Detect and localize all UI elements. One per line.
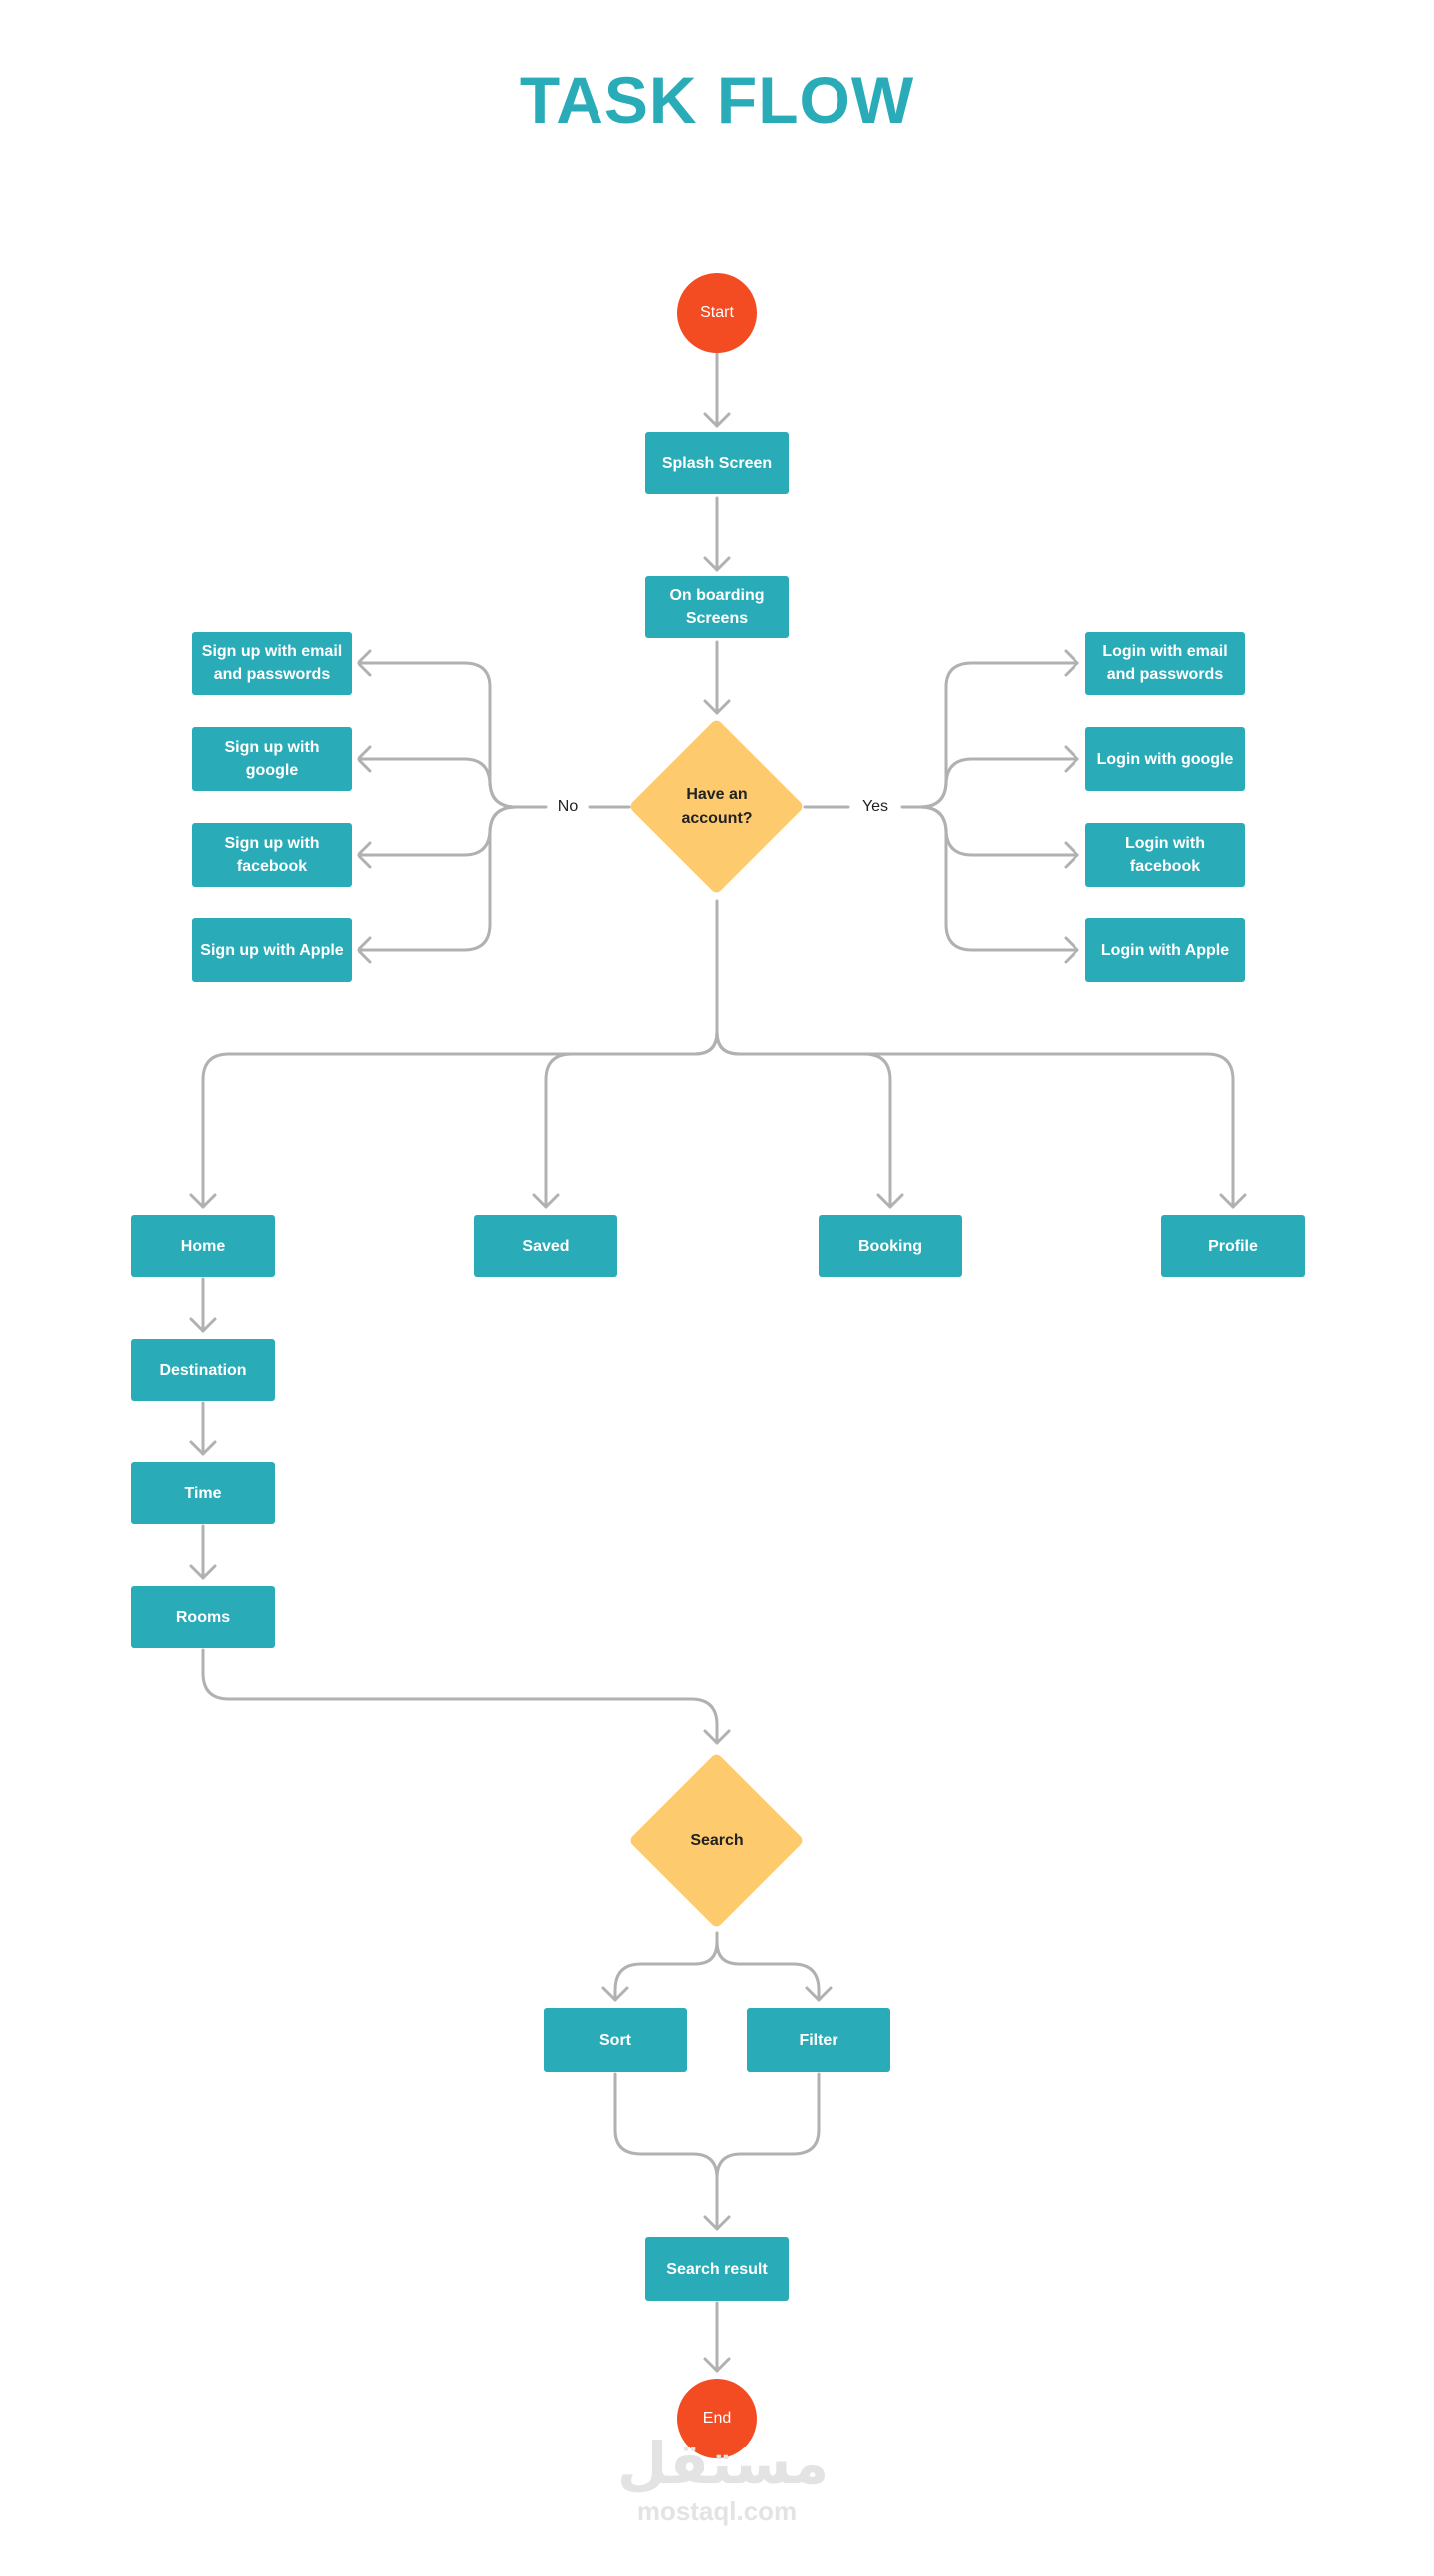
splash-screen-node: Splash Screen	[645, 432, 789, 494]
arrowhead	[805, 1986, 833, 2002]
connector-filter-result	[715, 2072, 821, 2180]
booking-node: Booking	[819, 1215, 962, 1277]
filter-label: Filter	[799, 2031, 838, 2049]
arrowhead	[189, 1440, 217, 1456]
arrowhead	[876, 1193, 904, 1209]
connector-to-home	[201, 1030, 719, 1209]
destination-node: Destination	[131, 1339, 275, 1401]
connector-login-facebook	[918, 805, 1079, 857]
login-google-node: Login with google	[1085, 727, 1245, 791]
arrowhead	[703, 412, 731, 428]
start-label: Start	[700, 304, 734, 321]
connector-search-sort	[613, 1931, 719, 2002]
arrowhead	[703, 2357, 731, 2373]
connector-yes-trunk	[900, 661, 1079, 809]
saved-label: Saved	[522, 1237, 570, 1255]
time-node: Time	[131, 1462, 275, 1524]
arrowhead	[703, 556, 731, 572]
connector-signup-google	[357, 757, 518, 809]
watermark-arabic-logo: مستقل	[617, 2432, 830, 2496]
branch-no-label: No	[550, 797, 586, 817]
arrowhead	[1219, 1193, 1247, 1209]
arrowhead	[703, 2215, 731, 2231]
arrowhead	[703, 699, 731, 715]
home-label: Home	[180, 1237, 226, 1255]
arrowhead	[601, 1986, 629, 2002]
connector-signup-facebook	[357, 805, 518, 857]
arrowhead	[357, 841, 372, 869]
arrowhead	[189, 1564, 217, 1580]
login-apple-label: Login with Apple	[1100, 941, 1230, 959]
time-label: Time	[184, 1484, 222, 1502]
arrowhead	[189, 1317, 217, 1333]
profile-label: Profile	[1208, 1237, 1258, 1255]
arrowhead	[1064, 649, 1079, 677]
connector-signup-apple	[357, 805, 518, 952]
connector-to-booking	[715, 1030, 892, 1209]
onboarding-label: On boarding Screens	[669, 587, 765, 627]
signup-google-node: Sign up with google	[192, 727, 352, 791]
connector-search-filter	[715, 1940, 821, 2002]
signup-apple-label: Sign up with Apple	[200, 941, 344, 959]
arrowhead	[357, 745, 372, 773]
end-label: End	[702, 2410, 732, 2427]
search-decision-label: Search	[690, 1832, 744, 1849]
search-result-node: Search result	[645, 2237, 789, 2301]
sort-label: Sort	[599, 2031, 631, 2049]
destination-label: Destination	[159, 1361, 247, 1379]
profile-node: Profile	[1161, 1215, 1305, 1277]
start-node: Start	[677, 273, 757, 353]
arrowhead	[703, 1729, 731, 1745]
connector-login-apple	[918, 805, 1079, 952]
arrowhead	[1064, 841, 1079, 869]
splash-screen-label: Splash Screen	[661, 454, 773, 472]
arrowhead	[357, 936, 372, 964]
connector-rooms-search	[201, 1648, 719, 1745]
signup-email-label: Sign up with email and passwords	[201, 644, 343, 683]
sort-node: Sort	[544, 2008, 687, 2072]
rooms-label: Rooms	[175, 1608, 231, 1626]
onboarding-node: On boarding Screens	[645, 576, 789, 638]
connector-no-trunk	[357, 661, 548, 809]
account-decision-label: Have an account?	[681, 786, 753, 827]
login-apple-node: Login with Apple	[1085, 918, 1245, 982]
connector-sort-result	[613, 2072, 719, 2231]
signup-apple-node: Sign up with Apple	[192, 918, 352, 982]
end-node: End	[677, 2379, 757, 2458]
signup-email-node: Sign up with email and passwords	[192, 632, 352, 695]
login-google-label: Login with google	[1096, 750, 1234, 768]
login-email-label: Login with email and passwords	[1102, 644, 1228, 683]
login-facebook-label: Login with facebook	[1125, 835, 1205, 875]
signup-google-label: Sign up with google	[224, 739, 320, 779]
arrowhead	[189, 1193, 217, 1209]
connector-login-google	[918, 757, 1079, 809]
arrowhead	[532, 1193, 560, 1209]
login-facebook-node: Login with facebook	[1085, 823, 1245, 887]
page-title: TASK FLOW	[519, 63, 915, 136]
signup-facebook-node: Sign up with facebook	[192, 823, 352, 887]
connector-to-saved	[544, 1030, 719, 1209]
arrowhead	[1064, 745, 1079, 773]
arrowhead	[1064, 936, 1079, 964]
branch-yes-label: Yes	[857, 797, 893, 817]
search-result-label: Search result	[666, 2260, 768, 2278]
rooms-node: Rooms	[131, 1586, 275, 1648]
connector-to-profile	[715, 1030, 1235, 1209]
login-email-node: Login with email and passwords	[1085, 632, 1245, 695]
home-node: Home	[131, 1215, 275, 1277]
filter-node: Filter	[747, 2008, 890, 2072]
watermark-url: mostaql.com	[636, 2496, 798, 2526]
saved-node: Saved	[474, 1215, 617, 1277]
arrowhead	[357, 649, 372, 677]
booking-label: Booking	[858, 1237, 922, 1255]
signup-facebook-label: Sign up with facebook	[224, 835, 320, 875]
